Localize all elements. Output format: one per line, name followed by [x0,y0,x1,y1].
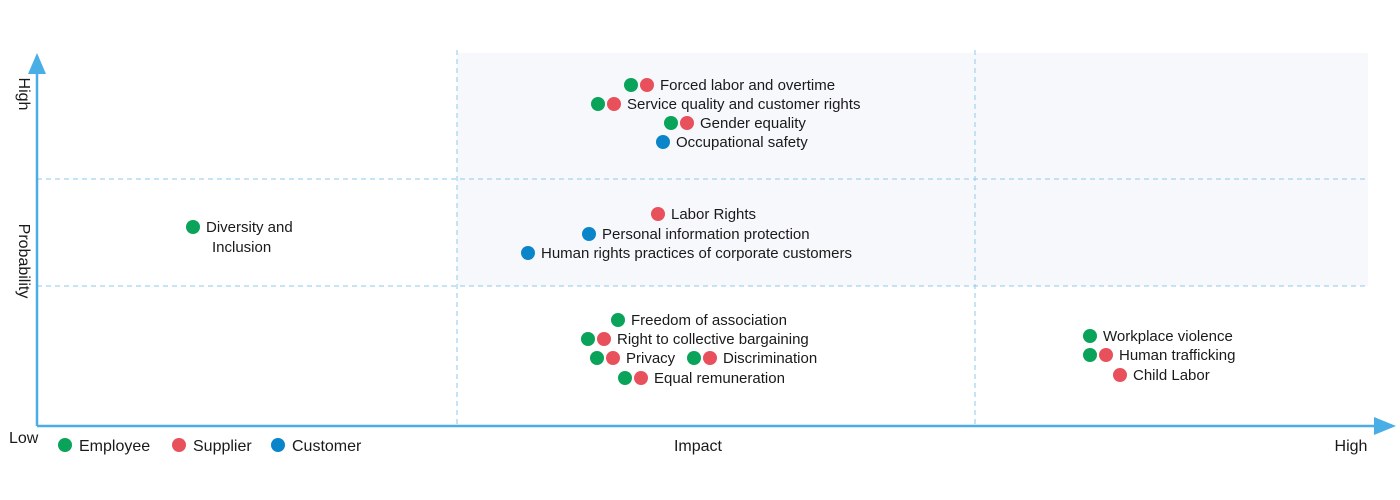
item-discrimination: Discrimination [687,350,817,367]
label-discrimination: Discrimination [723,350,817,367]
label-gender-equality: Gender equality [700,115,806,132]
x-axis-high-label: High [1335,438,1368,455]
label-privacy: Privacy [626,350,676,367]
dot-employee-equal-remuneration [618,371,632,385]
dot-customer-personal-information-protection [582,227,596,241]
legend-item-employee: Employee [58,438,150,455]
item-equal-remuneration: Equal remuneration [618,370,785,387]
item-service-quality-and-customer-rights: Service quality and customer rights [591,96,860,113]
y-axis-title: Probability [15,224,32,299]
legend-dot-supplier [172,438,186,452]
label-personal-information-protection: Personal information protection [602,226,810,243]
label-human-trafficking: Human trafficking [1119,347,1235,364]
dot-supplier-equal-remuneration [634,371,648,385]
dot-supplier-human-trafficking [1099,348,1113,362]
item-privacy: Privacy [590,350,676,367]
label-forced-labor-and-overtime: Forced labor and overtime [660,77,835,94]
legend-item-supplier: Supplier [172,438,252,455]
dot-supplier-service-quality-and-customer-rights [607,97,621,111]
legend-label-customer: Customer [292,438,362,455]
item-right-to-collective-bargaining: Right to collective bargaining [581,331,809,348]
label-human-rights-practices-of-corporate-customers: Human rights practices of corporate cust… [541,245,852,262]
label-labor-rights: Labor Rights [671,206,756,223]
dot-employee-service-quality-and-customer-rights [591,97,605,111]
x-axis-title: Impact [674,438,723,455]
item-child-labor: Child Labor [1113,367,1210,384]
dot-supplier-gender-equality [680,116,694,130]
y-axis-arrow [28,53,46,74]
item-personal-information-protection: Personal information protection [582,226,810,243]
item-freedom-of-association: Freedom of association [611,312,787,329]
dot-supplier-discrimination [703,351,717,365]
dot-supplier-privacy [606,351,620,365]
dot-employee-discrimination [687,351,701,365]
label-service-quality-and-customer-rights: Service quality and customer rights [627,96,860,113]
dot-employee-human-trafficking [1083,348,1097,362]
item-human-trafficking: Human trafficking [1083,347,1235,364]
x-axis-low-label: Low [9,430,39,447]
dot-supplier-forced-labor-and-overtime [640,78,654,92]
item-forced-labor-and-overtime: Forced labor and overtime [624,77,835,94]
dot-employee-diversity-and [186,220,200,234]
label-right-to-collective-bargaining: Right to collective bargaining [617,331,809,348]
dot-customer-occupational-safety [656,135,670,149]
zone-high-impact-high-probability [975,53,1368,286]
legend: Employee Supplier Customer [58,438,362,455]
legend-label-supplier: Supplier [193,438,252,455]
dot-employee-freedom-of-association [611,313,625,327]
legend-dot-employee [58,438,72,452]
label-equal-remuneration: Equal remuneration [654,370,785,387]
legend-item-customer: Customer [271,438,362,455]
dot-supplier-child-labor [1113,368,1127,382]
item-workplace-violence: Workplace violence [1083,328,1233,345]
label-inclusion: Inclusion [212,239,271,256]
y-axis-high-label: High [15,78,32,111]
label-occupational-safety: Occupational safety [676,134,808,151]
dot-employee-gender-equality [664,116,678,130]
item-labor-rights: Labor Rights [651,206,756,223]
dot-customer-human-rights-practices-of-corporate-customers [521,246,535,260]
dot-supplier-labor-rights [651,207,665,221]
zone-medium-impact-high-probability [457,53,975,286]
item-human-rights-practices-of-corporate-customers: Human rights practices of corporate cust… [521,245,852,262]
dot-employee-right-to-collective-bargaining [581,332,595,346]
dot-employee-forced-labor-and-overtime [624,78,638,92]
item-gender-equality: Gender equality [664,115,806,132]
item-occupational-safety: Occupational safety [656,134,808,151]
label-diversity-and: Diversity and [206,219,293,236]
label-workplace-violence: Workplace violence [1103,328,1233,345]
label-freedom-of-association: Freedom of association [631,312,787,329]
label-child-labor: Child Labor [1133,367,1210,384]
dot-employee-privacy [590,351,604,365]
dot-supplier-right-to-collective-bargaining [597,332,611,346]
legend-dot-customer [271,438,285,452]
x-axis-arrow [1374,417,1396,435]
dot-employee-workplace-violence [1083,329,1097,343]
legend-label-employee: Employee [79,438,150,455]
